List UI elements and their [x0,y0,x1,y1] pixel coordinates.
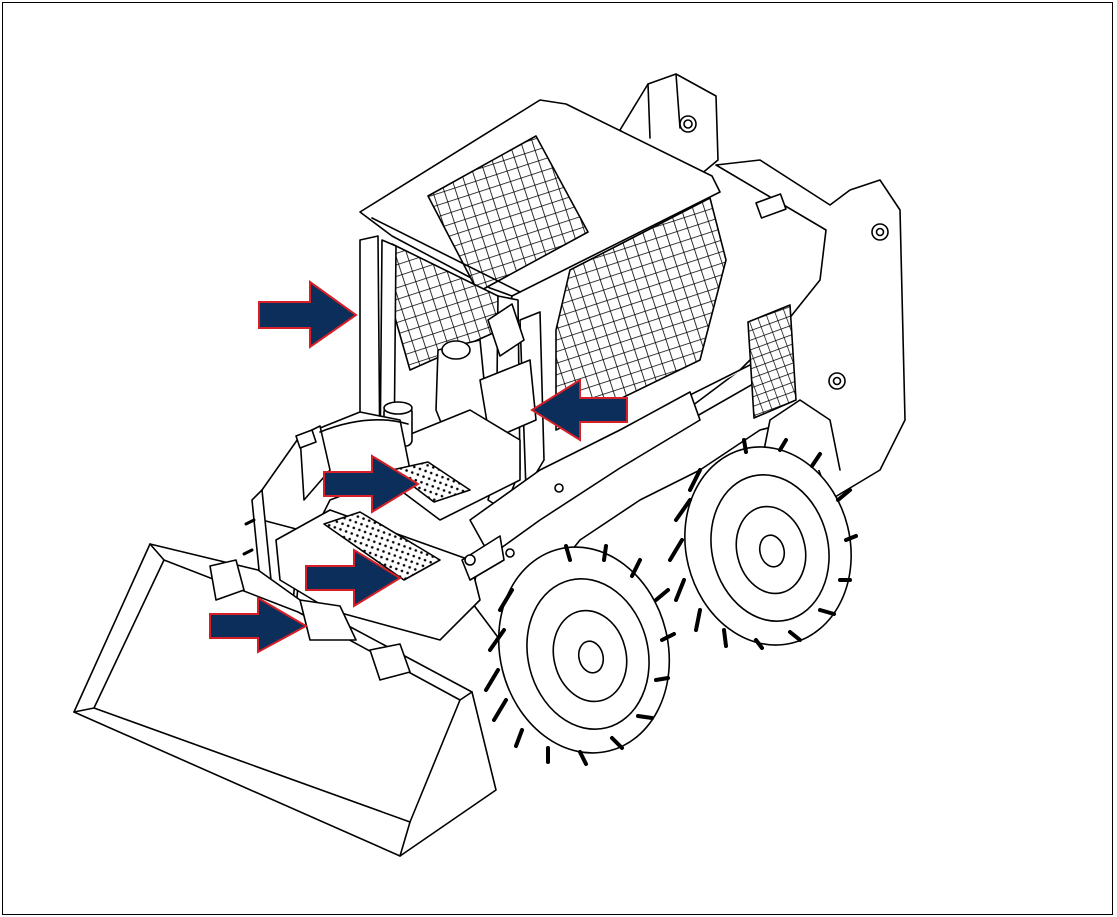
arrow-right-handhold [530,378,628,442]
front-right-wheel [484,544,676,766]
front-left-wheel [242,489,273,601]
arrow-front-left-handhold [258,280,358,349]
callout-arrows [209,280,628,654]
rear-right-wheel [668,438,858,650]
arrow-lower-step [305,548,402,608]
arrow-bucket-edge [209,596,309,654]
bucket [73,543,497,857]
arrow-upper-step [323,454,420,514]
